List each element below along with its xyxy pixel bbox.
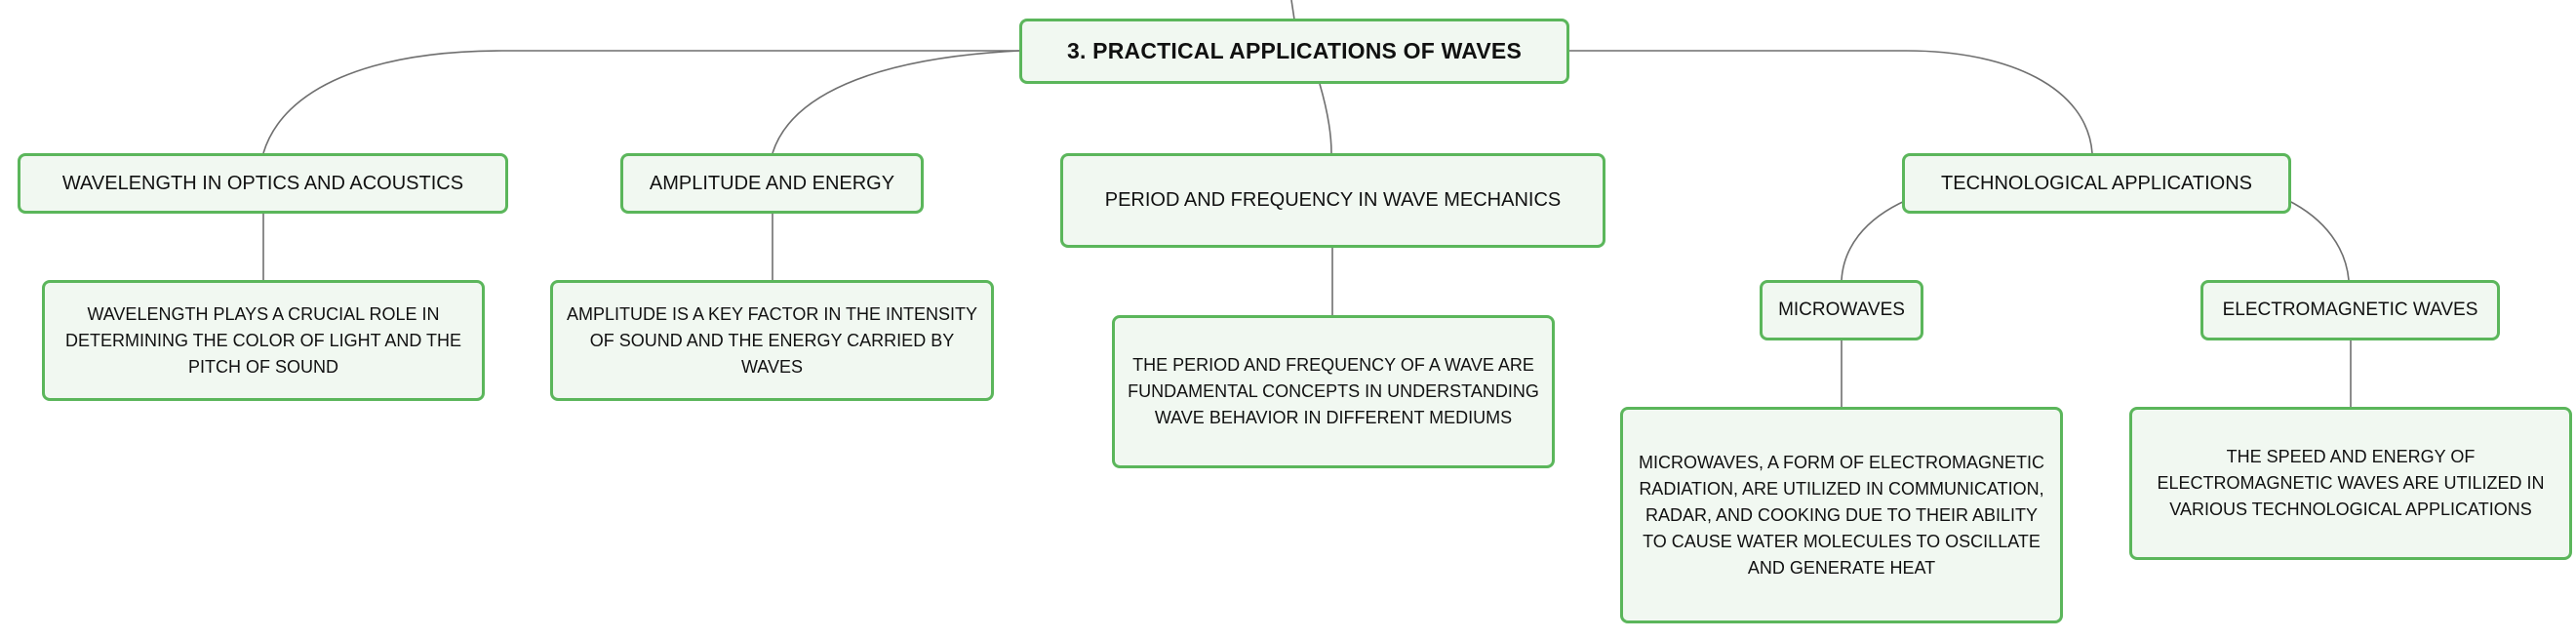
detail-node-text: AMPLITUDE IS A KEY FACTOR IN THE INTENSI… [566, 303, 978, 377]
detail-node-microwaves[interactable]: MICROWAVES, A FORM OF ELECTROMAGNETIC RA… [1620, 407, 2063, 623]
detail-node-wavelength[interactable]: WAVELENGTH PLAYS A CRUCIAL ROLE IN DETER… [42, 280, 485, 401]
connector-root-parent [1290, 0, 1295, 20]
connector-root-period [1319, 83, 1332, 154]
subtopic-node-electromagnetic[interactable]: ELECTROMAGNETIC WAVES [2200, 280, 2500, 340]
topic-node-amplitude[interactable]: AMPLITUDE AND ENERGY [620, 153, 924, 214]
root-node[interactable]: 3. PRACTICAL APPLICATIONS OF WAVES [1019, 19, 1569, 84]
detail-node-text: THE PERIOD AND FREQUENCY OF A WAVE ARE F… [1128, 355, 1539, 427]
subtopic-node-label: ELECTROMAGNETIC WAVES [2222, 300, 2478, 320]
topic-node-period[interactable]: PERIOD AND FREQUENCY IN WAVE MECHANICS [1060, 153, 1605, 248]
topic-node-technological[interactable]: TECHNOLOGICAL APPLICATIONS [1902, 153, 2291, 214]
detail-node-text: WAVELENGTH PLAYS A CRUCIAL ROLE IN DETER… [64, 303, 462, 377]
detail-node-amplitude[interactable]: AMPLITUDE IS A KEY FACTOR IN THE INTENSI… [550, 280, 994, 401]
detail-node-text: THE SPEED AND ENERGY OF ELECTROMAGNETIC … [2157, 447, 2545, 519]
subtopic-node-microwaves[interactable]: MICROWAVES [1760, 280, 1923, 340]
connector-technological-electromagnetic [2286, 199, 2350, 281]
detail-node-electromagnetic[interactable]: THE SPEED AND ENERGY OF ELECTROMAGNETIC … [2129, 407, 2572, 560]
connector-technological-microwaves [1841, 199, 1908, 281]
detail-node-text: MICROWAVES, A FORM OF ELECTROMAGNETIC RA… [1638, 452, 2045, 578]
subtopic-node-label: MICROWAVES [1778, 300, 1905, 320]
connector-root-wavelength [262, 50, 1019, 154]
root-node-label: 3. PRACTICAL APPLICATIONS OF WAVES [1067, 38, 1522, 63]
topic-node-label: TECHNOLOGICAL APPLICATIONS [1941, 172, 2252, 194]
topic-node-label: PERIOD AND FREQUENCY IN WAVE MECHANICS [1104, 189, 1562, 211]
topic-node-label: WAVELENGTH IN OPTICS AND ACOUSTICS [61, 172, 464, 194]
topic-node-label: AMPLITUDE AND ENERGY [649, 172, 895, 194]
topic-node-wavelength[interactable]: WAVELENGTH IN OPTICS AND ACOUSTICS [18, 153, 508, 214]
detail-node-period[interactable]: THE PERIOD AND FREQUENCY OF A WAVE ARE F… [1112, 315, 1555, 468]
connector-root-technological [1568, 50, 2093, 154]
connector-root-amplitude [772, 50, 1020, 154]
